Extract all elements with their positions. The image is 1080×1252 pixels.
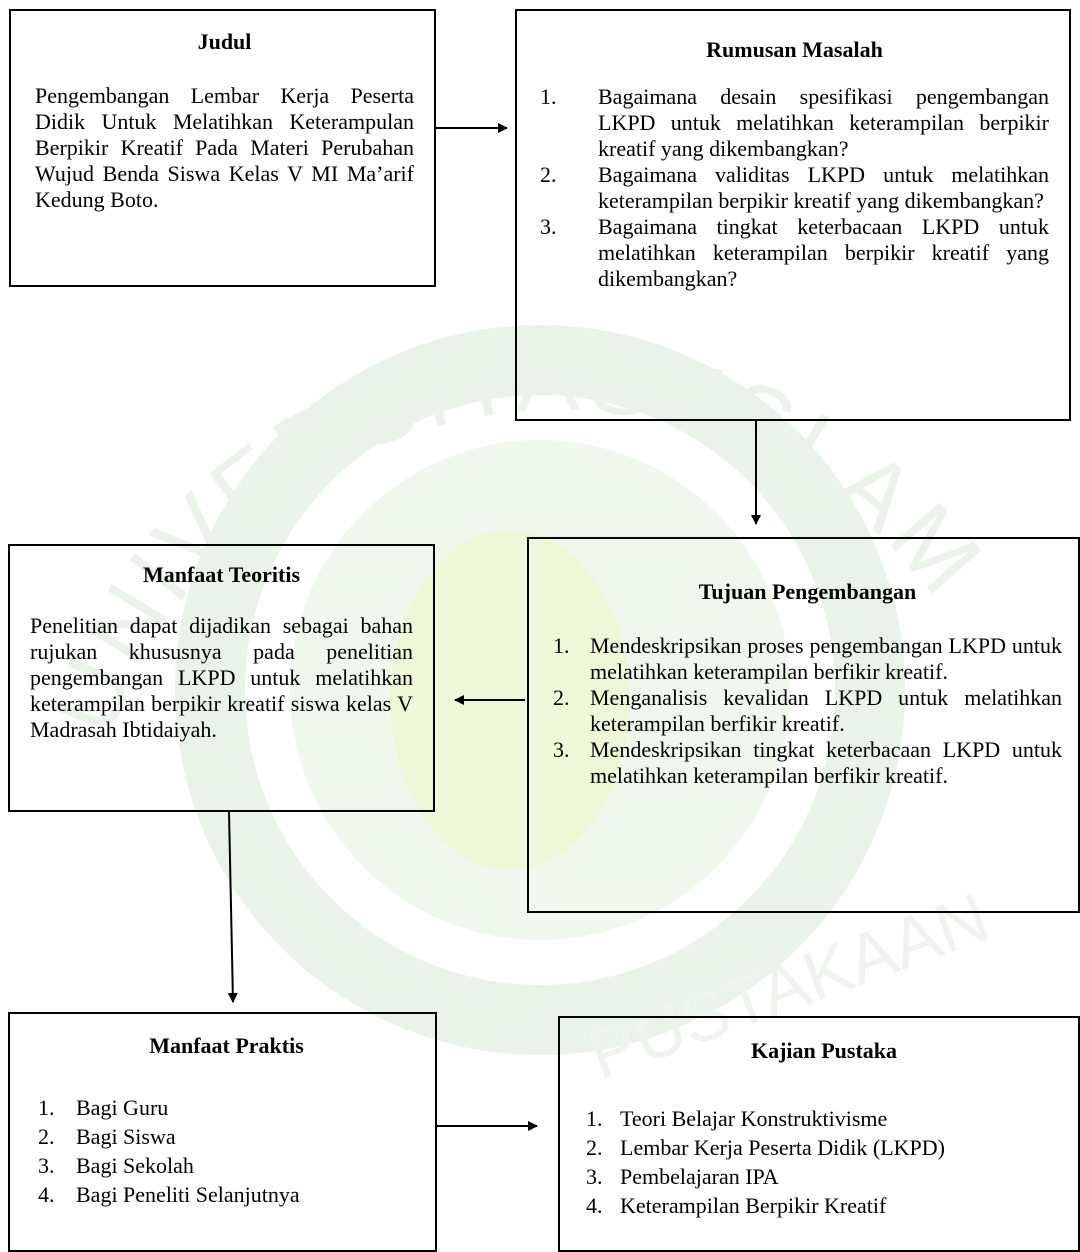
kajian-list: 1.Teori Belajar Konstruktivisme 2.Lembar… — [586, 1104, 1062, 1220]
manfaat-praktis-list: 1.Bagi Guru 2.Bagi Siswa 3.Bagi Sekolah … — [38, 1093, 415, 1209]
manfaat-teoritis-title: Manfaat Teoritis — [142, 562, 301, 587]
manfaat-praktis-title: Manfaat Praktis — [149, 1033, 304, 1058]
rumusan-title: Rumusan Masalah — [706, 37, 883, 62]
rumusan-list: 1.Bagaimana desain spesifikasi pengemban… — [540, 84, 1049, 292]
tujuan-title: Tujuan Pengembangan — [698, 579, 917, 604]
kajian-item: 2.Lembar Kerja Peserta Didik (LKPD) — [586, 1135, 946, 1160]
kajian-box: Kajian Pustaka 1.Teori Belajar Konstrukt… — [558, 1016, 1080, 1252]
judul-title: Judul — [197, 29, 252, 54]
judul-box: Judul Pengembangan Lembar Kerja Peserta … — [9, 9, 436, 287]
rumusan-item: 3.Bagaimana tingkat keterbacaan LKPD unt… — [540, 214, 1049, 291]
manfaat-praktis-item: 2.Bagi Siswa — [38, 1124, 176, 1149]
kajian-item: 4.Keterampilan Berpikir Kreatif — [586, 1193, 887, 1218]
manfaat-praktis-item: 3.Bagi Sekolah — [38, 1153, 194, 1178]
tujuan-item: 3.Mendeskripsikan tingkat keterbacaan LK… — [553, 737, 1062, 788]
kajian-item: 3.Pembelajaran IPA — [586, 1164, 779, 1189]
judul-body: Pengembangan Lembar Kerja Peserta Didik … — [35, 83, 414, 212]
tujuan-item: 1.Mendeskripsikan proses pengembangan LK… — [553, 633, 1062, 684]
tujuan-box: Tujuan Pengembangan 1.Mendeskripsikan pr… — [527, 537, 1080, 913]
rumusan-item: 2.Bagaimana validitas LKPD untuk melatih… — [540, 162, 1049, 213]
manfaat-praktis-box: Manfaat Praktis 1.Bagi Guru 2.Bagi Siswa… — [8, 1012, 437, 1252]
tujuan-list: 1.Mendeskripsikan proses pengembangan LK… — [553, 633, 1062, 789]
rumusan-box: Rumusan Masalah 1.Bagaimana desain spesi… — [515, 9, 1071, 421]
arrow-teoritis-to-praktis — [227, 811, 238, 1003]
manfaat-praktis-item: 1.Bagi Guru — [38, 1095, 169, 1120]
kajian-title: Kajian Pustaka — [750, 1038, 898, 1063]
tujuan-item: 2.Menganalisis kevalidan LKPD untuk mela… — [553, 685, 1062, 736]
manfaat-teoritis-body: Penelitian dapat dijadikan sebagai bahan… — [30, 613, 413, 742]
kajian-item: 1.Teori Belajar Konstruktivisme — [586, 1106, 888, 1131]
manfaat-teoritis-box: Manfaat Teoritis Penelitian dapat dijadi… — [8, 544, 435, 812]
manfaat-praktis-item: 4.Bagi Peneliti Selanjutnya — [38, 1182, 300, 1207]
rumusan-item: 1.Bagaimana desain spesifikasi pengemban… — [540, 84, 1049, 161]
